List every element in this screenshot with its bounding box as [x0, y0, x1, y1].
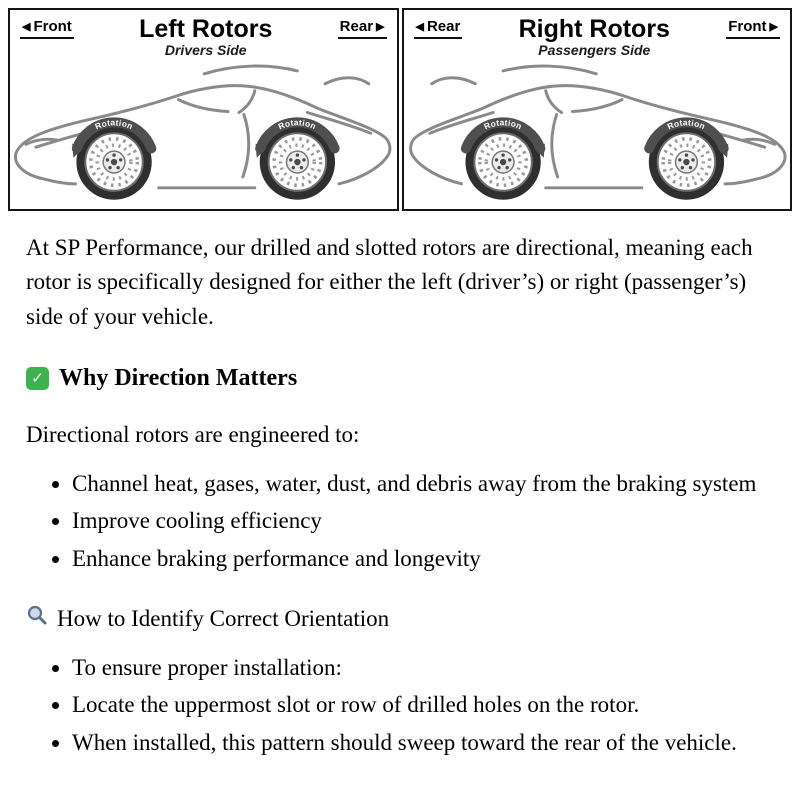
car-body-left	[15, 66, 389, 200]
rotation-label: Rotation	[482, 118, 523, 132]
rear-direction-label: Rear ▶	[337, 18, 387, 39]
svg-text:Rotation: Rotation	[665, 118, 707, 132]
check-icon: ✓	[26, 366, 49, 390]
section1-bullet-list: Channel heat, gases, water, dust, and de…	[26, 467, 774, 577]
car-body-right	[410, 66, 784, 200]
front-direction-label: ◀ Front	[20, 18, 74, 39]
rotation-arrowhead	[533, 143, 545, 159]
arrow-left-icon: ◀	[415, 20, 424, 33]
right-panel-titles: Right Rotors Passengers Side	[462, 15, 726, 59]
right-car-illustration: Rotation Rotation	[404, 58, 791, 209]
section-heading-why-direction-matters: ✓ Why Direction Matters	[26, 360, 774, 396]
section2-title-text: How to Identify Correct Orientation	[57, 606, 390, 632]
intro-paragraph: At SP Performance, our drilled and slott…	[26, 234, 753, 329]
rotor-direction-diagram: ◀ Front Left Rotors Drivers Side Rear ▶	[8, 8, 792, 211]
list-item: Channel heat, gases, water, dust, and de…	[72, 467, 774, 502]
left-rotors-panel: ◀ Front Left Rotors Drivers Side Rear ▶	[8, 8, 399, 211]
left-panel-header: ◀ Front Left Rotors Drivers Side Rear ▶	[10, 10, 397, 58]
right-rotors-panel: ◀ Rear Right Rotors Passengers Side Fron…	[401, 8, 792, 211]
list-item: Enhance braking performance and longevit…	[72, 542, 774, 577]
panel-title: Right Rotors	[518, 15, 670, 43]
list-item: When installed, this pattern should swee…	[72, 726, 774, 761]
front-direction-label: Front ▶	[726, 18, 780, 39]
svg-text:Rotation: Rotation	[93, 118, 135, 132]
rotation-arrowhead	[255, 143, 267, 159]
list-item: To ensure proper installation:	[72, 651, 774, 686]
rear-label-text: Rear	[426, 18, 461, 35]
rotation-label: Rotation	[93, 118, 134, 132]
front-label-text: Front	[728, 18, 767, 35]
left-panel-titles: Left Rotors Drivers Side	[74, 15, 338, 59]
section2-bullet-list: To ensure proper installation: Locate th…	[26, 651, 774, 761]
left-car-illustration: Rotation Rotation	[10, 58, 397, 209]
rotation-label: Rotation	[665, 118, 706, 132]
rotation-arrowhead	[716, 143, 728, 159]
arrow-right-icon: ▶	[376, 20, 385, 33]
rear-label-text: Rear	[339, 18, 374, 35]
magnifier-icon	[26, 602, 48, 637]
right-panel-header: ◀ Rear Right Rotors Passengers Side Fron…	[404, 10, 791, 58]
rotation-label: Rotation	[277, 118, 318, 132]
svg-text:Rotation: Rotation	[482, 118, 524, 132]
section1-lead: Directional rotors are engineered to:	[26, 422, 360, 448]
panel-subtitle: Passengers Side	[538, 42, 651, 59]
section-heading-correct-orientation: How to Identify Correct Orientation	[26, 602, 774, 637]
rotation-arrowhead	[72, 143, 84, 159]
front-label-text: Front	[33, 18, 72, 35]
arrow-left-icon: ◀	[22, 20, 31, 33]
rear-direction-label: ◀ Rear	[413, 18, 463, 39]
section1-title-text: Why Direction Matters	[59, 365, 298, 392]
svg-text:Rotation: Rotation	[277, 118, 319, 132]
article-body: At SP Performance, our drilled and slott…	[0, 231, 800, 761]
panel-title: Left Rotors	[139, 15, 273, 43]
list-item: Locate the uppermost slot or row of dril…	[72, 688, 774, 723]
arrow-right-icon: ▶	[769, 20, 778, 33]
list-item: Improve cooling efficiency	[72, 504, 774, 539]
panel-subtitle: Drivers Side	[164, 42, 247, 59]
